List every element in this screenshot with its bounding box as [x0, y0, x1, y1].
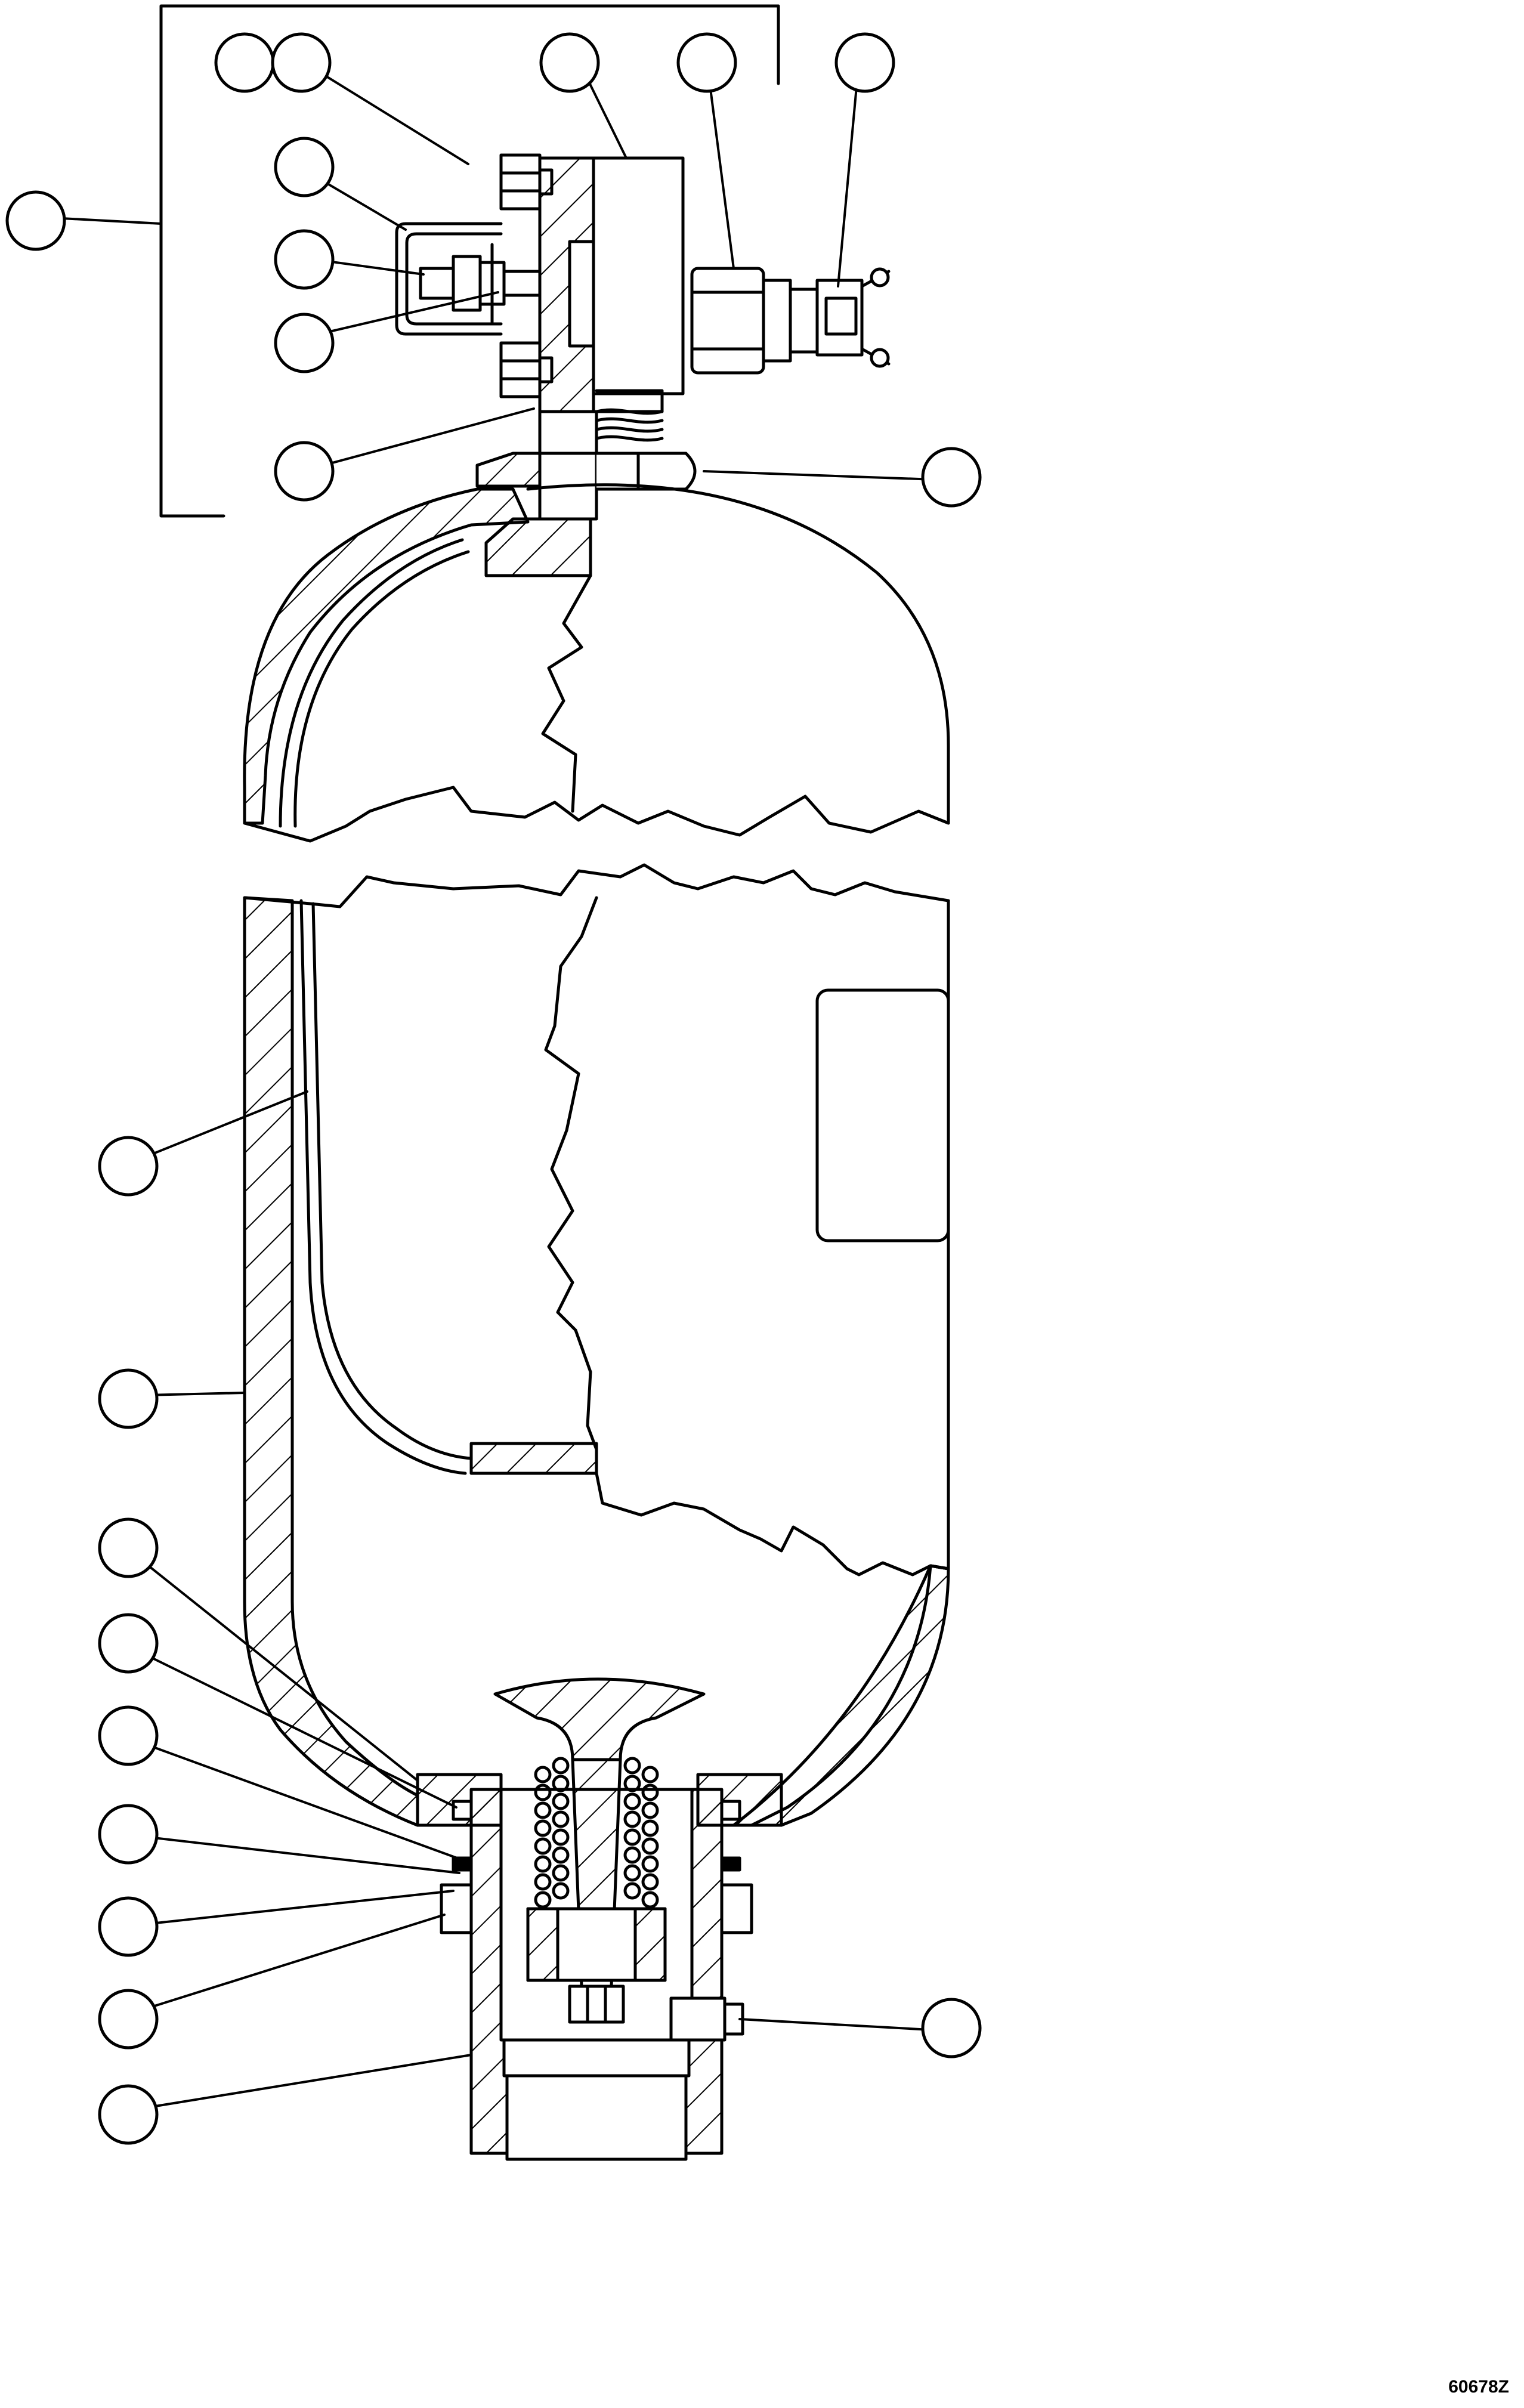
assembly-bracket	[159, 4, 780, 518]
callout-2	[214, 32, 275, 93]
callout-3	[271, 32, 332, 93]
shell-lower-body	[243, 863, 950, 1827]
figure-code: 60678Z	[1448, 2377, 1509, 2397]
callout-bubbles	[5, 32, 982, 2145]
callout-18	[98, 1896, 159, 1957]
callout-8	[274, 229, 335, 290]
callout-leaders	[50, 60, 953, 2113]
callout-14	[98, 1517, 159, 1578]
callout-1	[5, 190, 66, 251]
callout-20	[98, 2084, 159, 2145]
shell-upper-dome	[243, 483, 950, 843]
callout-13	[98, 1368, 159, 1429]
callout-11	[921, 447, 982, 508]
callout-9	[274, 313, 335, 373]
callout-6	[834, 32, 895, 93]
callout-4	[539, 32, 600, 93]
callout-12	[98, 1136, 159, 1197]
callout-21	[921, 1998, 982, 2058]
poppet-spring	[534, 1757, 659, 1909]
callout-5	[676, 32, 737, 93]
poppet-valve-assembly	[416, 1677, 783, 2161]
callout-7	[274, 137, 335, 197]
callout-16	[98, 1705, 159, 1766]
callout-15	[98, 1613, 159, 1674]
gas-valve-assembly	[395, 153, 891, 521]
callout-19	[98, 1989, 159, 2050]
callout-10	[274, 441, 335, 502]
callout-17	[98, 1804, 159, 1865]
